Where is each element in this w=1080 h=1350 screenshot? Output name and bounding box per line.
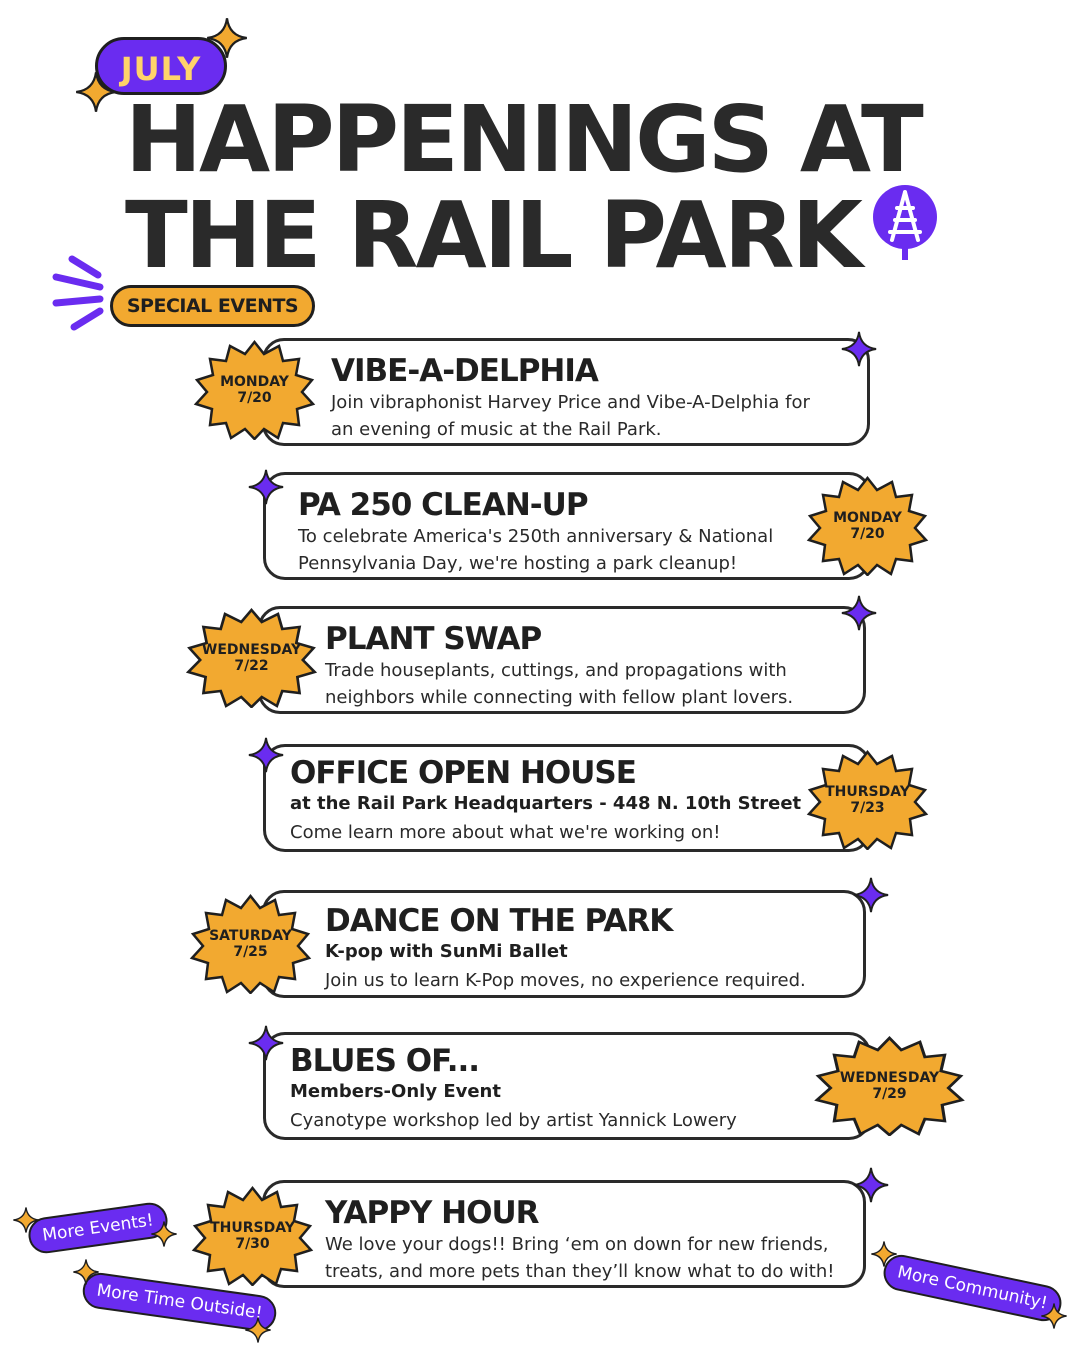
event-card-yappy-hour[interactable]: YAPPY HOUR We love your dogs!! Bring ‘em… <box>262 1180 866 1288</box>
badge-day: SATURDAY <box>209 928 292 944</box>
badge-day: THURSDAY <box>825 784 910 800</box>
badge-date: 7/22 <box>234 658 269 674</box>
page-title: HAPPENINGS AT THE RAIL PARK <box>125 92 945 284</box>
event-card-blues-of[interactable]: BLUES OF... Members-Only Event Cyanotype… <box>263 1032 871 1140</box>
badge-date: 7/20 <box>850 526 885 542</box>
event-title: BLUES OF... <box>290 1043 480 1079</box>
event-subtitle: K-pop with SunMi Ballet <box>325 941 568 962</box>
burst-lines-icon <box>52 255 104 331</box>
badge-day: WEDNESDAY <box>201 642 302 658</box>
event-desc-line: an evening of music at the Rail Park. <box>331 419 662 440</box>
section-label: SPECIAL EVENTS <box>110 285 315 327</box>
event-title: YAPPY HOUR <box>325 1195 540 1231</box>
badge-date: 7/20 <box>237 390 272 406</box>
event-title: DANCE ON THE PARK <box>325 903 673 939</box>
sparkle-icon <box>151 1221 177 1247</box>
sparkle-icon <box>245 1317 271 1343</box>
sparkle-icon <box>841 331 877 367</box>
more-community-pill: More Community! <box>880 1251 1065 1325</box>
sparkle-icon <box>248 737 284 773</box>
event-title: OFFICE OPEN HOUSE <box>290 755 637 791</box>
event-desc-line: Come learn more about what we're working… <box>290 822 721 843</box>
event-card-office-open-house[interactable]: OFFICE OPEN HOUSE at the Rail Park Headq… <box>263 744 871 852</box>
event-desc-line: neighbors while connecting with fellow p… <box>325 687 794 708</box>
sparkle-icon <box>841 595 877 631</box>
event-card-pa-250-clean-up[interactable]: PA 250 CLEAN-UP To celebrate America's 2… <box>263 472 871 580</box>
starburst-badge-icon <box>806 750 929 850</box>
badge-day: MONDAY <box>220 374 289 390</box>
sparkle-icon <box>248 469 284 505</box>
title-line-2: THE RAIL PARK <box>125 182 863 289</box>
more-events-pill: More Events! <box>26 1200 170 1256</box>
sparkle-icon <box>1041 1303 1067 1329</box>
sparkle-icon <box>853 877 889 913</box>
event-desc-line: Pennsylvania Day, we're hosting a park c… <box>298 553 738 574</box>
event-card-plant-swap[interactable]: PLANT SWAP Trade houseplants, cuttings, … <box>258 606 866 714</box>
badge-date: 7/25 <box>233 944 268 960</box>
sparkle-icon <box>207 18 247 58</box>
event-title: VIBE-A-DELPHIA <box>331 353 599 389</box>
event-title: PA 250 CLEAN-UP <box>298 487 589 523</box>
badge-date: 7/23 <box>850 800 885 816</box>
starburst-badge-icon <box>185 608 318 708</box>
starburst-badge-icon <box>814 1036 965 1136</box>
event-title: PLANT SWAP <box>325 621 542 657</box>
sparkle-icon <box>73 1259 99 1285</box>
badge-date: 7/29 <box>872 1086 907 1102</box>
starburst-badge-icon <box>193 340 316 440</box>
sparkle-icon <box>248 1025 284 1061</box>
badge-day: WEDNESDAY <box>839 1070 940 1086</box>
sparkle-icon <box>76 72 116 112</box>
starburst-badge-icon <box>806 476 929 576</box>
event-subtitle: at the Rail Park Headquarters - 448 N. 1… <box>290 793 802 814</box>
sparkle-icon <box>853 1167 889 1203</box>
event-subtitle: Members-Only Event <box>290 1081 501 1102</box>
event-desc-line: treats, and more pets than they’ll know … <box>325 1261 835 1282</box>
event-desc-line: Trade houseplants, cuttings, and propaga… <box>325 660 787 681</box>
badge-date: 7/30 <box>235 1236 270 1252</box>
badge-day: THURSDAY <box>210 1220 295 1236</box>
starburst-badge-icon <box>189 894 312 994</box>
event-card-vibe-a-delphia[interactable]: VIBE-A-DELPHIA Join vibraphonist Harvey … <box>262 338 870 446</box>
badge-day: MONDAY <box>833 510 902 526</box>
event-card-dance-on-the-park[interactable]: DANCE ON THE PARK K-pop with SunMi Balle… <box>262 890 866 998</box>
sparkle-icon <box>13 1207 39 1233</box>
event-desc-line: Join us to learn K-Pop moves, no experie… <box>325 970 806 991</box>
rail-park-logo-icon <box>873 185 937 260</box>
month-pill: JULY <box>95 37 227 95</box>
event-desc-line: To celebrate America's 250th anniversary… <box>298 526 774 547</box>
event-desc-line: Cyanotype workshop led by artist Yannick… <box>290 1110 737 1131</box>
event-desc-line: We love your dogs!! Bring ‘em on down fo… <box>325 1234 829 1255</box>
title-line-1: HAPPENINGS AT <box>125 86 924 193</box>
event-desc-line: Join vibraphonist Harvey Price and Vibe-… <box>331 392 810 413</box>
starburst-badge-icon <box>191 1186 314 1286</box>
sparkle-icon <box>871 1241 897 1267</box>
